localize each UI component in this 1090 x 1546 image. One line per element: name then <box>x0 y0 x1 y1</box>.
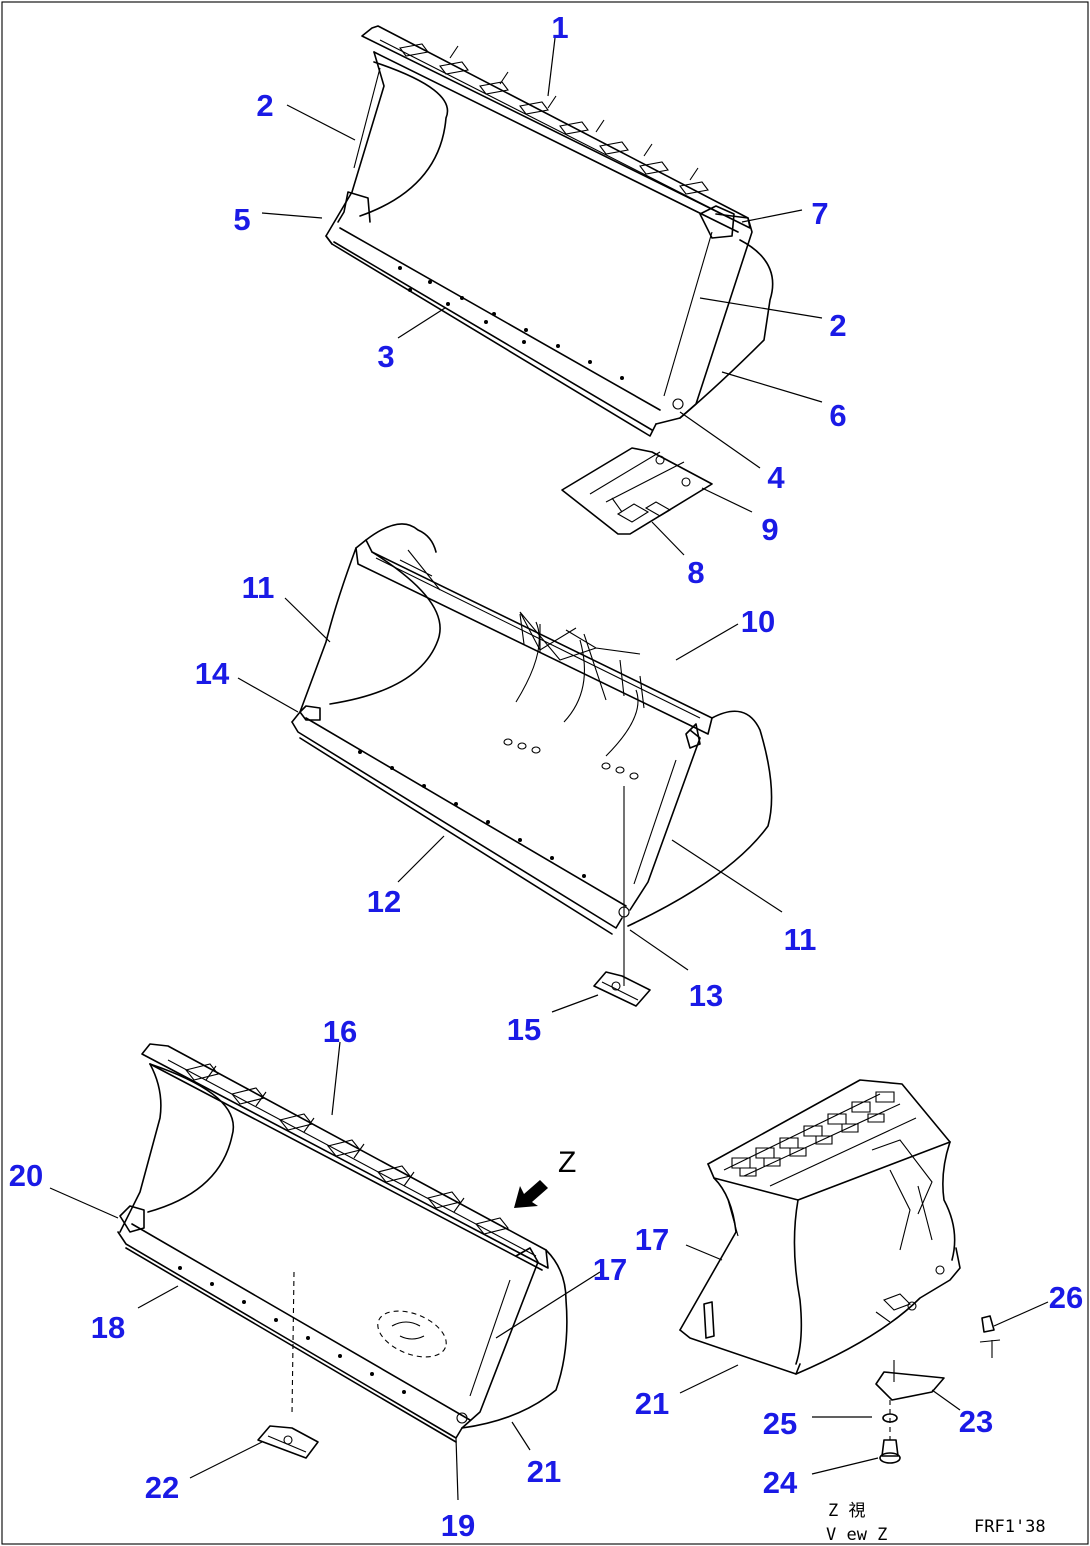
view-z-detail <box>679 1079 1001 1464</box>
callout-2: 2 <box>256 88 273 123</box>
callout-18: 18 <box>91 1310 125 1345</box>
leader-line-5 <box>261 212 323 219</box>
callout-17: 17 <box>593 1252 627 1287</box>
leader-line-21 <box>679 1364 739 1394</box>
leader-line-26 <box>993 1301 1049 1327</box>
leader-line-6 <box>721 371 823 403</box>
bucket-lower <box>117 1043 568 1443</box>
callout-19: 19 <box>441 1508 475 1543</box>
callout-1: 1 <box>551 10 568 45</box>
leader-line-8 <box>651 521 685 556</box>
drawing-code: FRF1'38 <box>974 1517 1046 1537</box>
callout-14: 14 <box>195 656 230 691</box>
callout-24: 24 <box>763 1465 798 1500</box>
callout-9: 9 <box>761 512 778 547</box>
leader-line-24 <box>811 1457 879 1475</box>
callout-5: 5 <box>233 202 250 237</box>
leader-line-11 <box>671 839 783 913</box>
leader-line-19 <box>455 1437 459 1501</box>
leader-line-13 <box>629 929 689 971</box>
leader-line-9 <box>701 487 753 513</box>
leader-line-3 <box>397 307 446 339</box>
callout-12: 12 <box>367 884 401 919</box>
callout-6: 6 <box>829 398 846 433</box>
bucket-middle <box>291 523 773 986</box>
leader-line-10 <box>675 623 739 661</box>
callout-21: 21 <box>527 1454 561 1489</box>
leader-line-2 <box>286 104 356 141</box>
leader-line-22 <box>189 1441 263 1479</box>
callout-26: 26 <box>1049 1280 1083 1315</box>
wear-plate-22 <box>257 1425 319 1459</box>
view-caption-top: Z 視 <box>828 1501 865 1521</box>
callout-23: 23 <box>959 1404 993 1439</box>
leader-line-15 <box>551 994 599 1013</box>
callout-3: 3 <box>377 339 394 374</box>
view-arrow-label: Z <box>558 1146 576 1179</box>
callout-25: 25 <box>763 1406 797 1441</box>
leader-line-2 <box>699 297 823 319</box>
callout-7: 7 <box>811 196 828 231</box>
wear-plate-8-9 <box>561 447 713 535</box>
leader-line-17 <box>685 1244 723 1261</box>
leader-line-18 <box>137 1285 179 1309</box>
bucket-upper <box>325 25 774 437</box>
leader-line-16 <box>331 1041 341 1116</box>
leader-line-14 <box>237 677 299 713</box>
callout-8: 8 <box>687 555 704 590</box>
leader-line-23 <box>931 1389 961 1411</box>
leader-line-21 <box>511 1421 531 1451</box>
leader-line-4 <box>679 411 761 469</box>
wear-plate-15 <box>593 971 651 1007</box>
callout-20: 20 <box>9 1158 43 1193</box>
callout-17: 17 <box>635 1222 669 1257</box>
leader-line-17 <box>495 1271 601 1339</box>
view-caption-bottom: V ew Z <box>826 1525 887 1545</box>
leader-line-7 <box>741 209 803 223</box>
callout-11: 11 <box>784 922 817 957</box>
callout-11: 11 <box>242 570 275 605</box>
callout-16: 16 <box>323 1014 357 1049</box>
callout-2: 2 <box>829 308 846 343</box>
callout-4: 4 <box>767 460 785 495</box>
callout-13: 13 <box>689 978 723 1013</box>
view-z-arrow <box>514 1180 548 1208</box>
callout-22: 22 <box>145 1470 179 1505</box>
leader-line-1 <box>547 37 556 97</box>
leader-lines <box>49 37 1049 1501</box>
leader-line-20 <box>49 1187 119 1219</box>
leader-line-12 <box>397 835 445 883</box>
callout-10: 10 <box>741 604 775 639</box>
callout-21: 21 <box>635 1386 669 1421</box>
leader-line-11 <box>284 597 331 643</box>
callout-15: 15 <box>507 1012 541 1047</box>
